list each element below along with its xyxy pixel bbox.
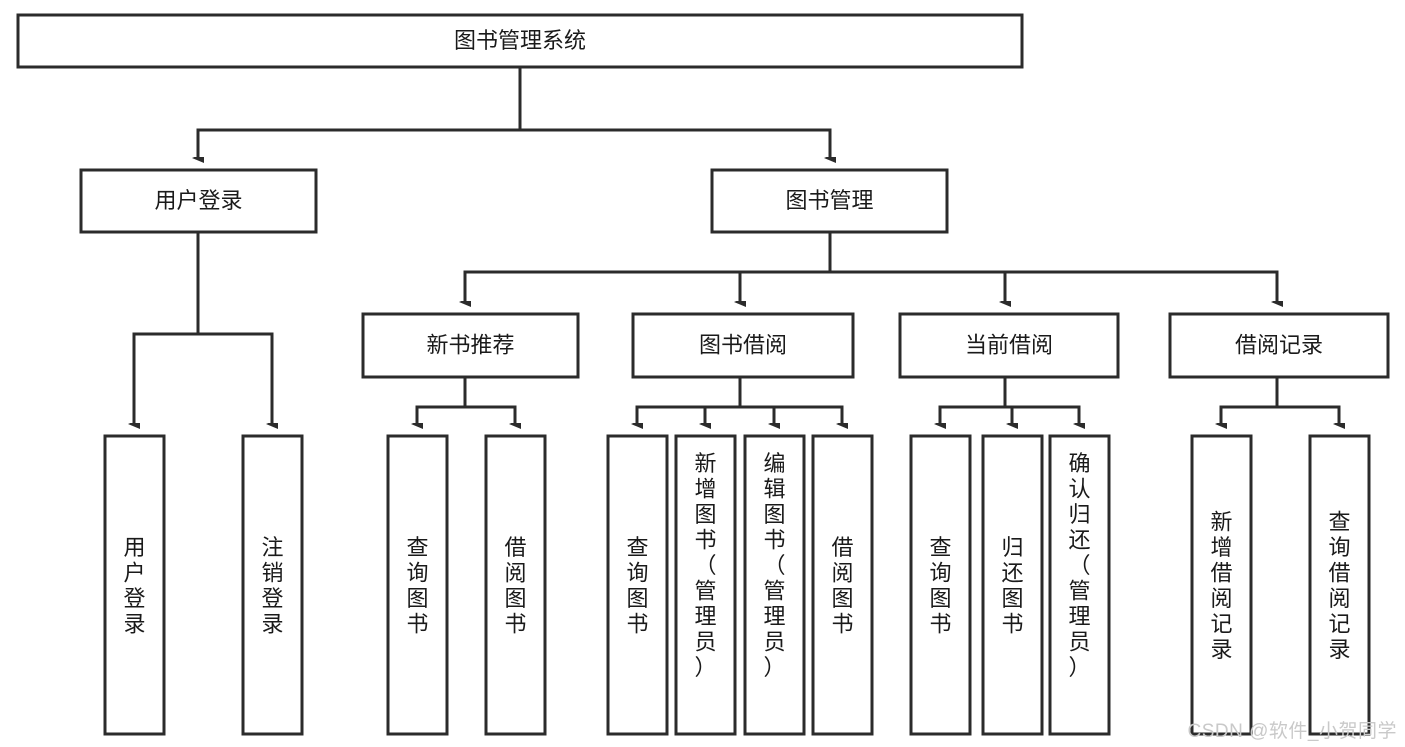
node-box[interactable] xyxy=(710,168,949,234)
connector-12 xyxy=(705,377,742,424)
edge-layer xyxy=(134,67,1339,424)
leaf-node-13[interactable]: 查询借阅记录 xyxy=(1308,434,1371,736)
connector-15 xyxy=(940,377,1007,424)
connector-19 xyxy=(1275,377,1339,424)
node-box[interactable] xyxy=(241,434,304,736)
connector-9 xyxy=(417,377,467,424)
leaf-node-4[interactable]: 借阅图书 xyxy=(484,434,547,736)
leaf-node-12[interactable]: 新增借阅记录 xyxy=(1190,434,1253,736)
node-label-vertical: 借阅图书 xyxy=(831,535,853,637)
node-label-vertical: 借阅图书 xyxy=(504,535,526,637)
node-label-vertical: 新增借阅记录 xyxy=(1210,510,1232,663)
leaf-node-7[interactable]: 编辑图书（管理员） xyxy=(743,434,806,736)
connector-5 xyxy=(828,232,1005,302)
node-box[interactable] xyxy=(1168,312,1390,379)
node-label: 图书管理 xyxy=(785,188,873,213)
connector-6 xyxy=(828,232,1277,302)
node-label: 新书推荐 xyxy=(426,332,514,357)
connector-8 xyxy=(196,232,272,424)
connector-3 xyxy=(465,232,832,302)
node-box[interactable] xyxy=(16,13,1024,69)
node-label: 借阅记录 xyxy=(1235,332,1323,357)
node-label-vertical: 注销登录 xyxy=(261,535,283,637)
node-label: 用户登录 xyxy=(154,188,242,213)
connector-10 xyxy=(463,377,515,424)
level3-node-当前借阅[interactable]: 当前借阅 xyxy=(898,312,1120,379)
level3-node-图书借阅[interactable]: 图书借阅 xyxy=(631,312,855,379)
csdn-watermark: CSDN @软件_小贺同学 xyxy=(1187,721,1397,742)
node-label-vertical: 确认归还（管理员） xyxy=(1068,451,1090,680)
node-label-vertical: 查询图书 xyxy=(929,535,951,637)
node-box[interactable] xyxy=(674,434,737,736)
leaf-node-8[interactable]: 借阅图书 xyxy=(811,434,874,736)
node-layer: 图书管理系统用户登录图书管理新书推荐图书借阅当前借阅借阅记录用户登录注销登录查询… xyxy=(16,13,1390,736)
node-label: 图书管理系统 xyxy=(454,28,586,53)
connector-17 xyxy=(1003,377,1079,424)
leaf-node-3[interactable]: 查询图书 xyxy=(386,434,449,736)
leaf-node-10[interactable]: 归还图书 xyxy=(981,434,1044,736)
node-box[interactable] xyxy=(1190,434,1253,736)
leaf-node-2[interactable]: 注销登录 xyxy=(241,434,304,736)
node-label-vertical: 查询借阅记录 xyxy=(1328,510,1350,663)
node-label: 当前借阅 xyxy=(965,332,1053,357)
node-label-vertical: 新增图书（管理员） xyxy=(694,451,716,680)
connector-18 xyxy=(1221,377,1279,424)
node-box[interactable] xyxy=(743,434,806,736)
root-node-图书管理系统[interactable]: 图书管理系统 xyxy=(16,13,1024,69)
leaf-node-11[interactable]: 确认归还（管理员） xyxy=(1048,434,1111,736)
node-label-vertical: 用户登录 xyxy=(123,535,145,637)
node-box[interactable] xyxy=(484,434,547,736)
leaf-node-9[interactable]: 查询图书 xyxy=(909,434,972,736)
leaf-node-6[interactable]: 新增图书（管理员） xyxy=(674,434,737,736)
node-label-vertical: 归还图书 xyxy=(1001,535,1023,637)
connector-13 xyxy=(738,377,774,424)
level3-node-借阅记录[interactable]: 借阅记录 xyxy=(1168,312,1390,379)
node-box[interactable] xyxy=(103,434,166,736)
connector-7 xyxy=(134,232,200,424)
node-box[interactable] xyxy=(606,434,669,736)
leaf-node-1[interactable]: 用户登录 xyxy=(103,434,166,736)
connector-14 xyxy=(738,377,842,424)
connector-11 xyxy=(637,377,742,424)
node-box[interactable] xyxy=(361,312,580,379)
node-label-vertical: 查询图书 xyxy=(626,535,648,637)
node-box[interactable] xyxy=(981,434,1044,736)
node-label-vertical: 编辑图书（管理员） xyxy=(763,451,785,680)
level3-node-新书推荐[interactable]: 新书推荐 xyxy=(361,312,580,379)
connector-1 xyxy=(198,67,522,158)
level2-node-图书管理[interactable]: 图书管理 xyxy=(710,168,949,234)
connector-2 xyxy=(518,67,830,158)
node-box[interactable] xyxy=(1048,434,1111,736)
node-box[interactable] xyxy=(386,434,449,736)
node-box[interactable] xyxy=(79,168,318,234)
node-box[interactable] xyxy=(1308,434,1371,736)
connector-4 xyxy=(740,232,832,302)
node-label: 图书借阅 xyxy=(699,332,787,357)
node-box[interactable] xyxy=(811,434,874,736)
node-box[interactable] xyxy=(631,312,855,379)
level2-node-用户登录[interactable]: 用户登录 xyxy=(79,168,318,234)
node-box[interactable] xyxy=(909,434,972,736)
node-box[interactable] xyxy=(898,312,1120,379)
leaf-node-5[interactable]: 查询图书 xyxy=(606,434,669,736)
node-label-vertical: 查询图书 xyxy=(406,535,428,637)
